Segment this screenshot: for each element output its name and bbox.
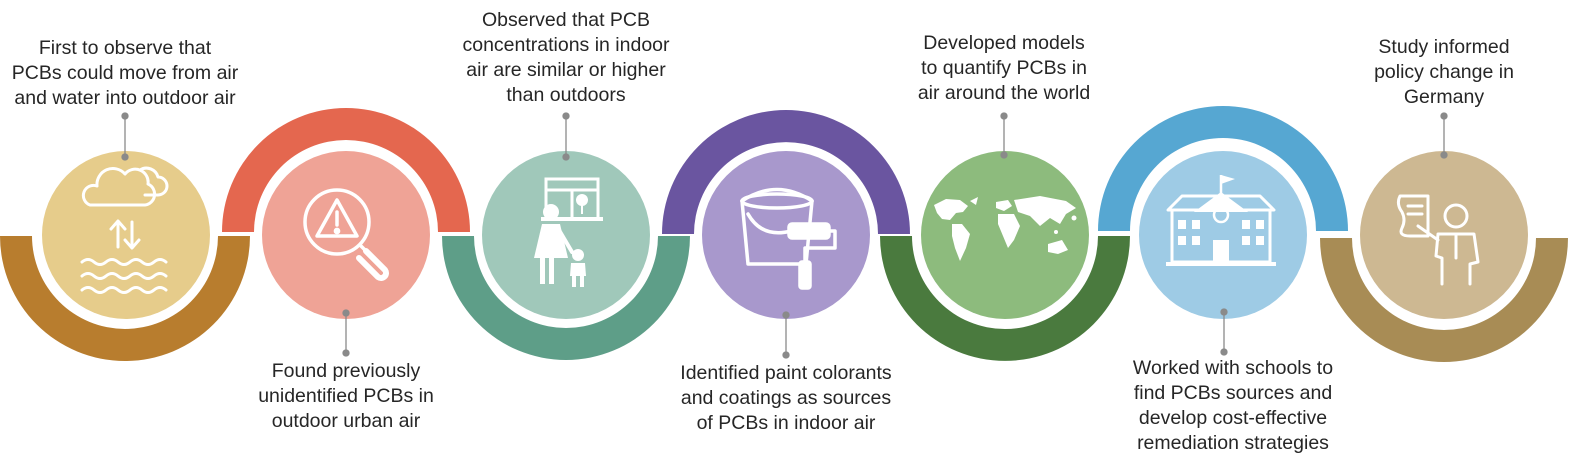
magnifier-warning-icon xyxy=(303,188,389,281)
milestone-label-2: Found previously unidentified PCBs in ou… xyxy=(258,360,434,432)
milestone-label-6: Worked with schools to find PCBs sources… xyxy=(1132,357,1334,454)
arc-1 xyxy=(0,236,250,361)
arc-5 xyxy=(880,236,1130,361)
arc-6 xyxy=(1098,106,1348,231)
presenter-policy-icon xyxy=(1396,194,1480,286)
circle-3 xyxy=(482,151,650,319)
arc-7 xyxy=(1320,238,1568,362)
milestone-label-4: Identified paint colorants and coatings … xyxy=(680,362,892,434)
arc-4 xyxy=(662,110,910,234)
milestone-label-5: Developed models to quantify PCBs in air… xyxy=(917,32,1091,104)
circle-6 xyxy=(1139,151,1307,319)
indoor-family-icon xyxy=(534,177,603,287)
milestone-label-1: First to observe that PCBs could move fr… xyxy=(11,37,239,109)
milestone-label-7: Study informed policy change in Germany xyxy=(1374,36,1514,108)
school-building-icon xyxy=(1166,175,1276,266)
arc-3 xyxy=(442,236,690,360)
connectors xyxy=(121,112,1448,359)
circle-4 xyxy=(702,151,870,319)
world-map-icon xyxy=(934,196,1077,261)
paint-bucket-roller-icon xyxy=(740,187,837,290)
milestone-label-3: Observed that PCB concentrations in indo… xyxy=(462,9,670,106)
cloud-water-exchange-icon xyxy=(80,166,169,294)
arc-2 xyxy=(222,108,470,232)
